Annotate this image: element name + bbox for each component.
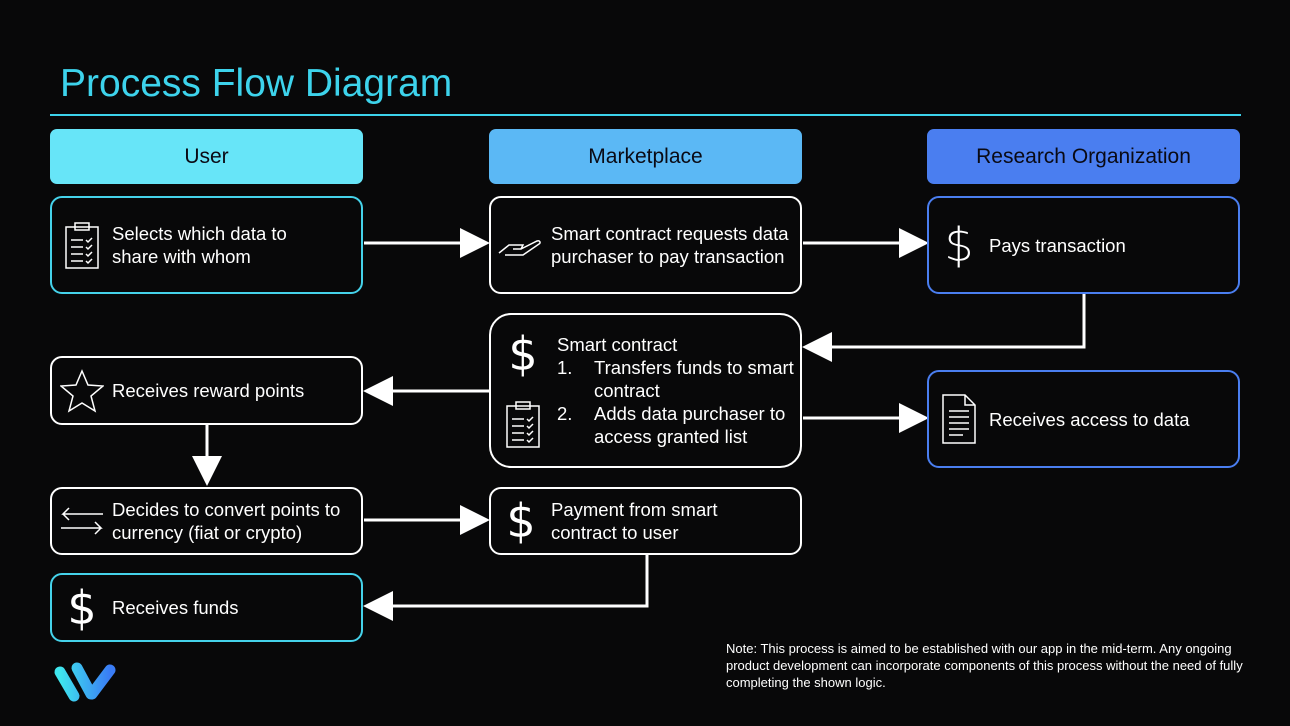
- step-smart-contract: $ Smart contract 1. Transfers funds to sm…: [489, 313, 802, 468]
- lane-header-research: Research Organization: [927, 129, 1240, 184]
- item-text: Adds data purchaser to access granted li…: [594, 403, 786, 447]
- arrow: [802, 294, 1086, 362]
- step-receives-access: Receives access to data: [927, 370, 1240, 468]
- lane-header-user: User: [50, 129, 363, 184]
- step-request-payment: Smart contract requests data purchaser t…: [489, 196, 802, 294]
- list-item: 2. Adds data purchaser to access granted …: [557, 402, 797, 448]
- step-pays-transaction: $ Pays transaction: [927, 196, 1240, 294]
- step-convert-points: Decides to convert points to currency (f…: [50, 487, 363, 555]
- step-reward-points: Receives reward points: [50, 356, 363, 425]
- title-divider: [50, 114, 1241, 116]
- arrow: [363, 555, 649, 621]
- document-icon: [935, 393, 983, 445]
- page-title: Process Flow Diagram: [60, 62, 453, 105]
- step-text: Payment from smart contract to user: [551, 499, 718, 543]
- step-receives-funds: $ Receives funds: [50, 573, 363, 642]
- step-text: Receives reward points: [112, 380, 305, 401]
- open-hand-icon: [497, 233, 545, 257]
- dollar-icon: $: [67, 580, 97, 635]
- star-icon: [58, 368, 106, 413]
- step-text: Decides to convert points to currency (f…: [112, 499, 341, 543]
- step-text: Pays transaction: [989, 234, 1126, 256]
- dollar-icon: $: [508, 327, 538, 381]
- item-number: 2.: [557, 403, 573, 424]
- step-payment-to-user: $ Payment from smart contract to user: [489, 487, 802, 555]
- dollar-icon: $: [506, 494, 536, 548]
- item-text: Transfers funds to smart contract: [594, 357, 794, 401]
- step-text: Selects which data to share with whom: [112, 223, 287, 267]
- exchange-arrows-icon: [58, 506, 106, 536]
- step-text: Smart contract requests data purchaser t…: [551, 223, 789, 267]
- step-select-data: Selects which data to share with whom: [50, 196, 363, 294]
- clipboard-checklist-icon: [58, 220, 106, 270]
- item-number: 1.: [557, 357, 573, 378]
- dollar-icon: $: [944, 218, 974, 272]
- brand-logo: [52, 658, 122, 711]
- step-text: Receives access to data: [989, 408, 1190, 430]
- step-text: Receives funds: [112, 597, 239, 618]
- smart-contract-list: 1. Transfers funds to smart contract 2. Ad…: [557, 356, 797, 448]
- clipboard-checklist-icon: [504, 399, 542, 454]
- lane-header-marketplace: Marketplace: [489, 129, 802, 184]
- smart-contract-title: Smart contract: [557, 334, 678, 355]
- list-item: 1. Transfers funds to smart contract: [557, 356, 797, 402]
- footnote: Note: This process is aimed to be establ…: [726, 641, 1243, 690]
